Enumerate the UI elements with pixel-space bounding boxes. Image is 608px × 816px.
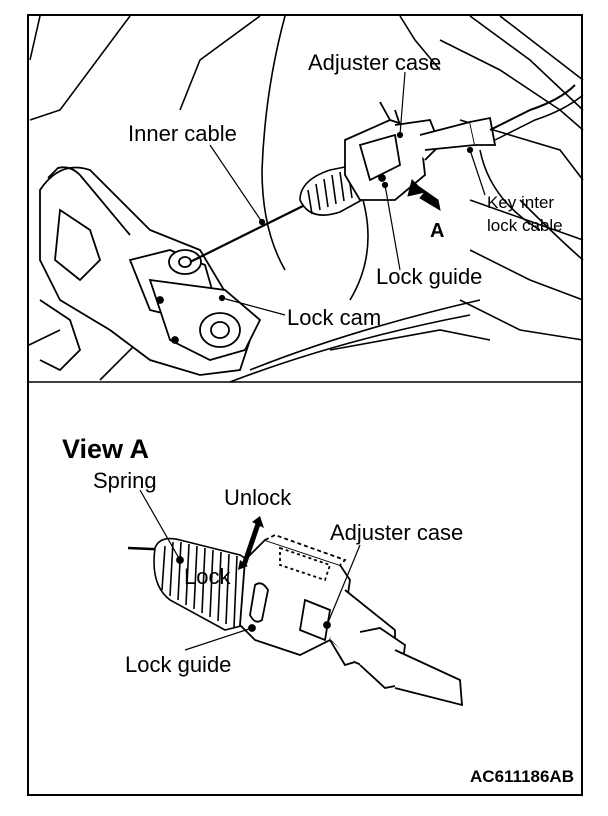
lock-guide-label-top: Lock guide — [376, 264, 482, 289]
inner-cable-label: Inner cable — [128, 121, 237, 146]
view-a-arrow — [407, 179, 441, 212]
adjuster-case-body — [344, 101, 497, 201]
top-leader-lines — [209, 71, 486, 316]
lock-unlock-arrow — [238, 516, 264, 570]
view-a-adjuster-case — [176, 534, 463, 707]
key-interlock-cable — [489, 84, 576, 131]
key-interlock-label-line1: Key inter — [487, 193, 554, 212]
adjuster-case-label-view-a: Adjuster case — [330, 520, 463, 545]
lock-guide-label-view-a: Lock guide — [125, 652, 231, 677]
view-a-leader-lines — [139, 489, 361, 651]
lock-label: Lock — [184, 564, 231, 589]
spring-label: Spring — [93, 468, 157, 493]
inner-cable — [189, 204, 306, 263]
top-view: Adjuster case Inner cable Key inter lock… — [28, 15, 584, 383]
arrow-a-label: A — [430, 220, 444, 242]
vehicle-structure-lines — [28, 15, 584, 383]
adjuster-case-label: Adjuster case — [308, 50, 441, 75]
view-a-title: View A — [62, 434, 149, 464]
figure-frame — [27, 14, 583, 796]
view-a: View A — [62, 434, 463, 707]
unlock-label: Unlock — [224, 485, 292, 510]
key-interlock-label-line2: lock cable — [487, 216, 563, 235]
lock-cam-label: Lock cam — [287, 305, 381, 330]
lever-bracket-assembly — [39, 166, 262, 376]
figure-code: AC611186AB — [470, 767, 574, 786]
